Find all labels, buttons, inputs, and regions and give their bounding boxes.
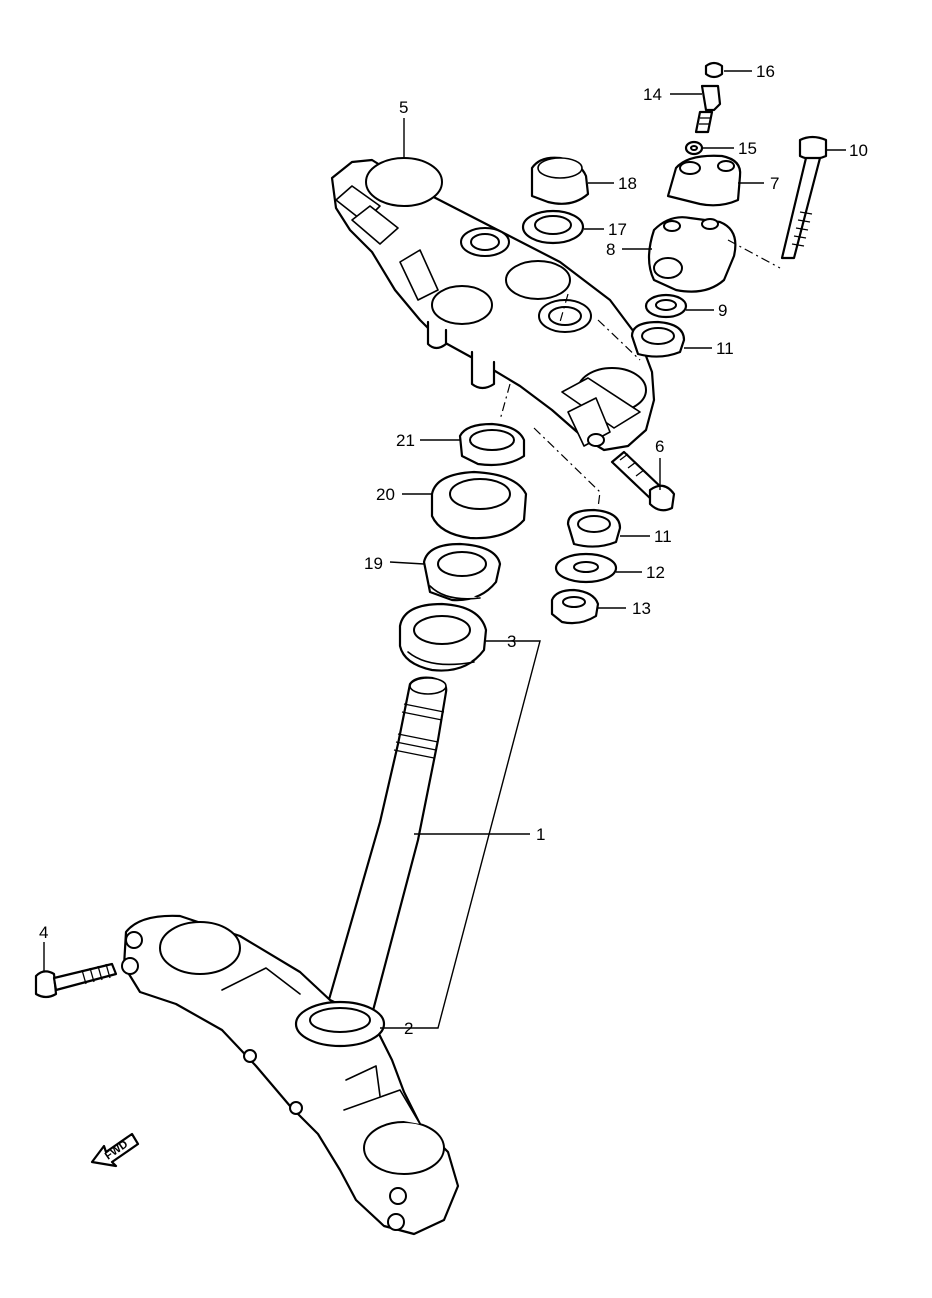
bolt-4 (34, 962, 118, 999)
callout-21: 21 (396, 431, 415, 450)
bearing-19 (422, 542, 502, 602)
washer-17 (521, 209, 585, 245)
bearing-3 (398, 602, 488, 672)
callout-11-lower: 11 (654, 527, 672, 546)
callout-18: 18 (618, 174, 637, 193)
bush-11-lower (566, 508, 622, 548)
fwd-arrow-icon: FWD (90, 1132, 140, 1168)
callout-4: 4 (39, 923, 48, 942)
clamp-upper-7 (666, 154, 742, 207)
lock-nut-21 (458, 422, 526, 467)
bolt-6 (610, 450, 676, 512)
lower-bracket (121, 914, 460, 1236)
callout-11-upper: 11 (716, 339, 734, 358)
callout-5: 5 (399, 98, 408, 117)
callout-3: 3 (507, 632, 516, 651)
callout-6: 6 (655, 437, 664, 456)
callout-15: 15 (738, 139, 757, 158)
callout-19: 19 (364, 554, 383, 573)
callout-12: 12 (646, 563, 665, 582)
callout-17: 17 (608, 220, 627, 239)
callout-9: 9 (718, 301, 727, 320)
bolt-10 (780, 135, 828, 260)
assembly-lines (499, 239, 781, 509)
callout-20: 20 (376, 485, 395, 504)
nut-18 (530, 156, 590, 205)
nut-13 (550, 588, 600, 625)
dust-seal-20 (430, 470, 528, 540)
callout-14: 14 (643, 85, 662, 104)
washer-12 (554, 552, 618, 584)
cap-16 (704, 61, 724, 79)
callout-10: 10 (849, 141, 868, 160)
holder-8 (647, 216, 737, 293)
callout-13: 13 (632, 599, 651, 618)
callout-numbers: 1 2 3 4 5 6 7 8 9 10 11 11 12 13 14 15 1… (39, 62, 868, 1038)
callout-1: 1 (536, 825, 545, 844)
callout-7: 7 (770, 174, 779, 193)
steering-stem (324, 676, 448, 1024)
washer-15 (684, 140, 704, 156)
washer-9 (644, 293, 688, 319)
callout-8: 8 (606, 240, 615, 259)
callout-2: 2 (404, 1019, 413, 1038)
callout-16: 16 (756, 62, 775, 81)
bolt-14 (694, 84, 722, 134)
leader-lines (43, 70, 846, 1029)
upper-bracket (330, 157, 656, 452)
bush-11-upper (630, 320, 686, 358)
